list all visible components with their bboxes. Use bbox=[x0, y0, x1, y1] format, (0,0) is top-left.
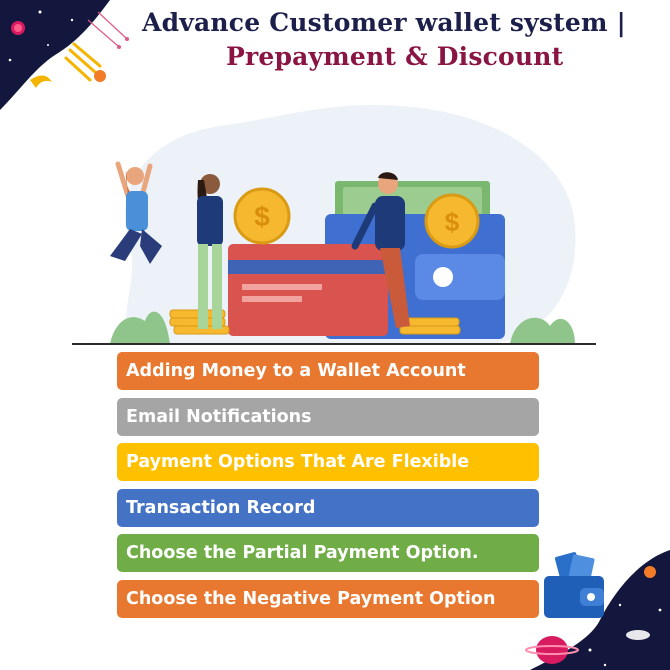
svg-text:$: $ bbox=[445, 207, 460, 237]
feature-partial-payment: Choose the Partial Payment Option. bbox=[117, 534, 539, 572]
feature-flexible-payment: Payment Options That Are Flexible bbox=[117, 443, 539, 481]
feature-transaction-record: Transaction Record bbox=[117, 488, 539, 527]
space-comet-decoration bbox=[0, 0, 129, 110]
page-title-line1: Advance Customer wallet system | bbox=[142, 8, 626, 37]
svg-text:$: $ bbox=[254, 201, 270, 232]
wallet-icon bbox=[544, 552, 604, 618]
people-with-coins-and-card-illustration: $ $ bbox=[110, 105, 576, 344]
feature-negative-payment: Choose the Negative Payment Option bbox=[117, 579, 539, 618]
feature-list: Adding Money to a Wallet Account Email N… bbox=[117, 352, 539, 625]
illustration-baseline bbox=[72, 343, 596, 345]
space-planet-decoration bbox=[525, 550, 670, 670]
feature-email-notifications: Email Notifications bbox=[117, 397, 539, 436]
feature-add-money: Adding Money to a Wallet Account bbox=[117, 352, 539, 390]
page-title-line2: Prepayment & Discount bbox=[226, 42, 564, 71]
